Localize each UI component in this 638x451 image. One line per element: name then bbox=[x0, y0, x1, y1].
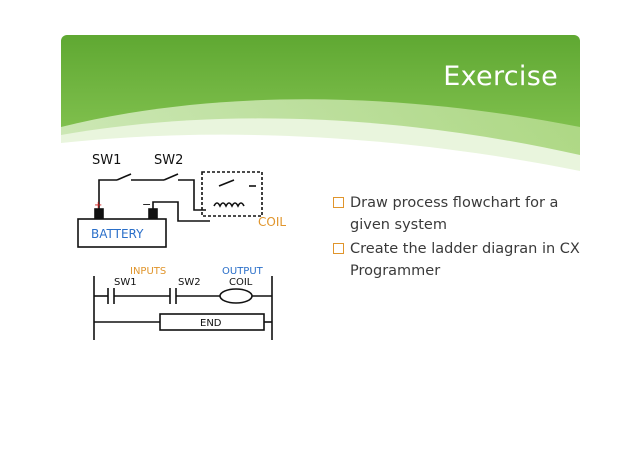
sw2-contact bbox=[163, 173, 179, 181]
battery-label: BATTERY bbox=[91, 227, 144, 241]
coil-label: COIL bbox=[258, 215, 286, 229]
circuit-diagram: SW1 SW2 + − BATTERY COIL bbox=[74, 148, 296, 348]
inputs-label: INPUTS bbox=[130, 266, 166, 277]
checkbox-icon bbox=[333, 243, 344, 254]
title-banner: Exercise bbox=[61, 35, 580, 175]
battery-box bbox=[77, 218, 167, 248]
sw1-contact bbox=[116, 173, 132, 181]
plus-label: + bbox=[94, 200, 102, 211]
output-label: OUTPUT bbox=[222, 266, 264, 277]
bullet-text: Draw process flowchart for a given syste… bbox=[350, 195, 559, 233]
ladder-coil-label: COIL bbox=[229, 277, 253, 288]
coil-symbol bbox=[219, 288, 253, 304]
circuit-figure: SW1 SW2 + − BATTERY COIL bbox=[77, 153, 286, 340]
ladder-sw1-label: SW1 bbox=[114, 277, 137, 288]
wire-left bbox=[98, 179, 117, 209]
wiring-diagram bbox=[77, 171, 263, 248]
bullet-text: Create the ladder diagran in CX Programm… bbox=[350, 241, 580, 279]
minus-label: − bbox=[142, 198, 151, 211]
bullet-item: Draw process flowchart for a given syste… bbox=[333, 192, 583, 236]
banner-graphic bbox=[61, 35, 580, 175]
relay-contact bbox=[218, 179, 235, 187]
ladder-diagram bbox=[93, 276, 273, 340]
end-label: END bbox=[200, 318, 222, 329]
ladder-sw2-label: SW2 bbox=[178, 277, 201, 288]
relay-box bbox=[201, 171, 263, 217]
relay-coil bbox=[213, 202, 245, 208]
wiring-sw2-label: SW2 bbox=[154, 153, 183, 168]
slide-title: Exercise bbox=[443, 61, 558, 92]
checkbox-icon bbox=[333, 197, 344, 208]
wire-return bbox=[152, 201, 210, 222]
bullet-list: Draw process flowchart for a given syste… bbox=[333, 192, 583, 284]
bullet-item: Create the ladder diagran in CX Programm… bbox=[333, 238, 583, 282]
wiring-sw1-label: SW1 bbox=[92, 153, 121, 168]
wire-right bbox=[178, 179, 206, 211]
